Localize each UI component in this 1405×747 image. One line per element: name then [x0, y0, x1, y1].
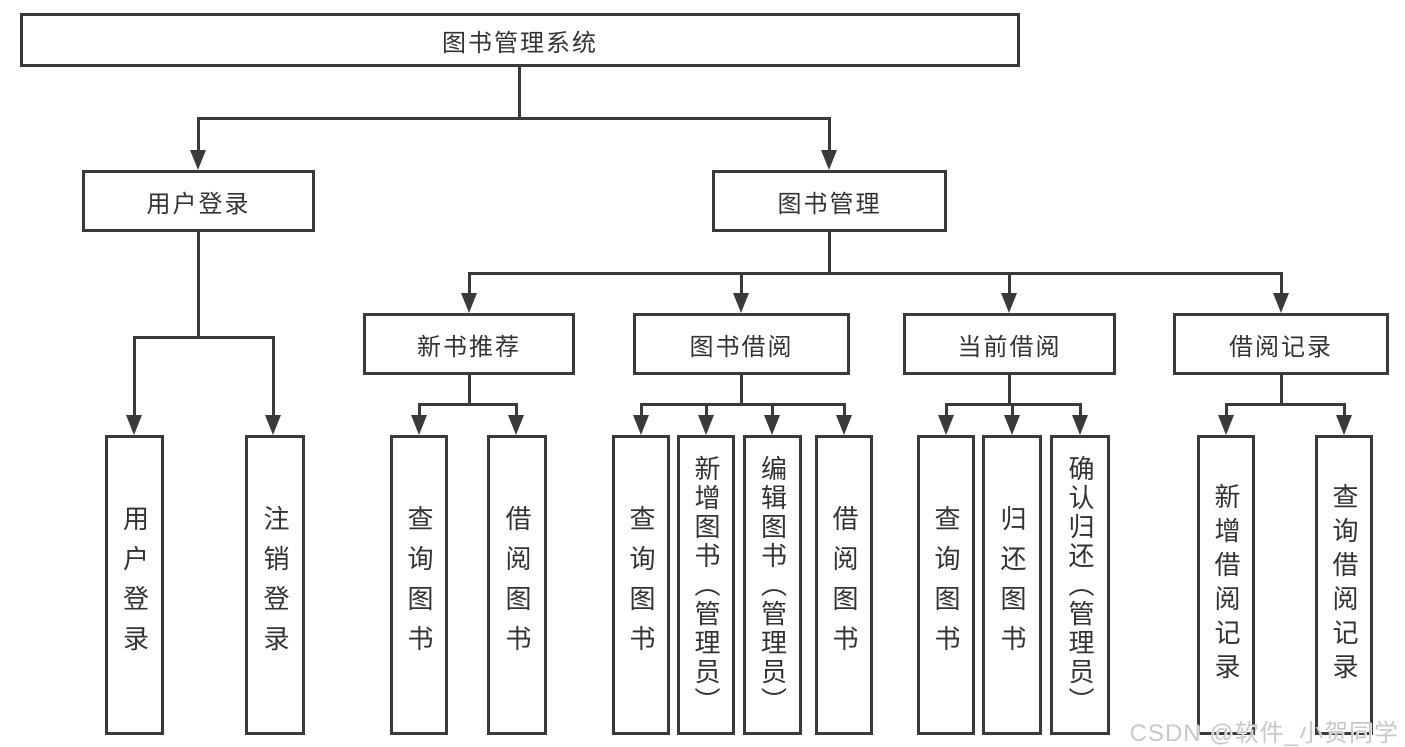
connector-login-rail: [133, 336, 275, 339]
arrow-to-rec-borrow: [508, 415, 524, 435]
connector-stub-leaf-logout: [272, 336, 275, 417]
connector-level3-rail: [468, 272, 1283, 275]
arrow-to-book-borrow: [733, 293, 749, 313]
node-br-query-record: 查询借阅记录: [1315, 435, 1373, 735]
node-cb-return-books: 归还图书: [982, 435, 1042, 735]
node-book-mgmt: 图书管理: [712, 170, 947, 232]
connector-stub-cb-query: [945, 403, 948, 417]
node-cb-query-books-label: 查询图书: [931, 505, 961, 665]
node-br-add-record: 新增借阅记录: [1197, 435, 1255, 735]
node-current-borrow-label: 当前借阅: [957, 333, 1062, 361]
connector-book-mgmt-down: [828, 232, 831, 275]
connector-stub-bb-borrow: [843, 403, 846, 417]
connector-stub-br-query: [1343, 403, 1346, 417]
node-bb-query-books: 查询图书: [612, 435, 670, 735]
connector-stub-book-borrow: [740, 272, 743, 295]
node-cb-return-books-label: 归还图书: [997, 505, 1027, 665]
node-bb-borrow-books-label: 借阅图书: [829, 505, 859, 665]
connector-stub-borrow-records: [1280, 272, 1283, 295]
connector-stub-bb-edit: [771, 403, 774, 417]
csdn-watermark: CSDN @软件_小贺同学: [1129, 720, 1399, 747]
node-leaf-user-login: 用户登录: [105, 435, 164, 735]
node-rec-borrow-books-label: 借阅图书: [502, 505, 532, 665]
connector-stub-cb-return: [1011, 403, 1014, 417]
connector-user-login-down: [197, 232, 200, 339]
node-rec-query-books-label: 查询图书: [404, 505, 434, 665]
node-user-login: 用户登录: [82, 170, 315, 232]
connector-new-book-rec-down: [468, 375, 471, 406]
node-bb-add-books: 新增图书（管理员）: [677, 435, 735, 735]
node-bb-add-books-label: 新增图书（管理员）: [691, 454, 721, 716]
node-new-book-rec-label: 新书推荐: [417, 333, 521, 361]
node-leaf-user-login-label: 用户登录: [119, 505, 150, 665]
arrow-to-bb-edit: [764, 415, 780, 435]
connector-book-borrow-down: [740, 375, 743, 406]
connector-stub-current-borrow: [1008, 272, 1011, 295]
connector-root-down: [518, 67, 521, 118]
arrow-to-book-mgmt: [821, 150, 837, 170]
arrow-to-br-add: [1218, 415, 1234, 435]
connector-rec-rail: [418, 403, 518, 406]
node-bb-edit-books-label: 编辑图书（管理员）: [757, 454, 788, 716]
connector-stub-bb-add: [705, 403, 708, 417]
arrow-to-leaf-user-login: [126, 415, 142, 435]
node-leaf-logout: 注销登录: [245, 435, 305, 735]
node-book-borrow-label: 图书借阅: [689, 333, 794, 361]
arrow-to-bb-add: [698, 415, 714, 435]
node-cb-confirm-return: 确认归还（管理员）: [1050, 435, 1110, 735]
arrow-to-leaf-logout: [265, 415, 281, 435]
node-borrow-records: 借阅记录: [1173, 313, 1389, 375]
node-bb-query-books-label: 查询图书: [626, 505, 656, 665]
node-cb-query-books: 查询图书: [917, 435, 975, 735]
connector-stub-user-login: [197, 117, 200, 153]
arrow-to-user-login: [190, 150, 206, 170]
connector-stub-book-mgmt: [828, 117, 831, 153]
node-cb-confirm-return-label: 确认归还（管理员）: [1065, 454, 1095, 716]
arrow-to-cb-query: [938, 415, 954, 435]
arrow-to-br-query: [1336, 415, 1352, 435]
connector-stub-br-add: [1225, 403, 1228, 417]
connector-stub-rec-borrow: [515, 403, 518, 417]
node-rec-borrow-books: 借阅图书: [487, 435, 547, 735]
arrow-to-new-book-rec: [461, 293, 477, 313]
node-book-borrow: 图书借阅: [633, 313, 850, 375]
node-bb-edit-books: 编辑图书（管理员）: [743, 435, 802, 735]
connector-stub-rec-query: [418, 403, 421, 417]
connector-current-borrow-down: [1008, 375, 1011, 406]
connector-borrow-records-down: [1280, 375, 1283, 406]
connector-br-rail: [1225, 403, 1346, 406]
node-current-borrow: 当前借阅: [903, 313, 1116, 375]
node-rec-query-books: 查询图书: [390, 435, 448, 735]
node-bb-borrow-books: 借阅图书: [815, 435, 873, 735]
arrow-to-current-borrow: [1001, 293, 1017, 313]
connector-stub-leaf-user-login: [133, 336, 136, 417]
arrow-to-cb-return: [1004, 415, 1020, 435]
arrow-to-cb-confirm: [1072, 415, 1088, 435]
arrow-to-bb-query: [633, 415, 649, 435]
node-br-add-record-label: 新增借阅记录: [1211, 483, 1241, 687]
node-new-book-rec: 新书推荐: [363, 313, 575, 375]
connector-stub-new-book-rec: [468, 272, 471, 295]
node-br-query-record-label: 查询借阅记录: [1329, 483, 1359, 687]
node-root: 图书管理系统: [20, 13, 1020, 67]
node-root-label: 图书管理系统: [442, 29, 598, 57]
arrow-to-bb-borrow: [836, 415, 852, 435]
arrow-to-borrow-records: [1273, 293, 1289, 313]
node-leaf-logout-label: 注销登录: [260, 505, 290, 665]
node-book-mgmt-label: 图书管理: [777, 190, 882, 218]
connector-stub-cb-confirm: [1079, 403, 1082, 417]
node-borrow-records-label: 借阅记录: [1229, 333, 1333, 361]
arrow-to-rec-query: [411, 415, 427, 435]
connector-bb-rail: [640, 403, 846, 406]
connector-stub-bb-query: [640, 403, 643, 417]
node-user-login-label: 用户登录: [146, 190, 251, 218]
connector-level2-rail: [197, 117, 831, 120]
